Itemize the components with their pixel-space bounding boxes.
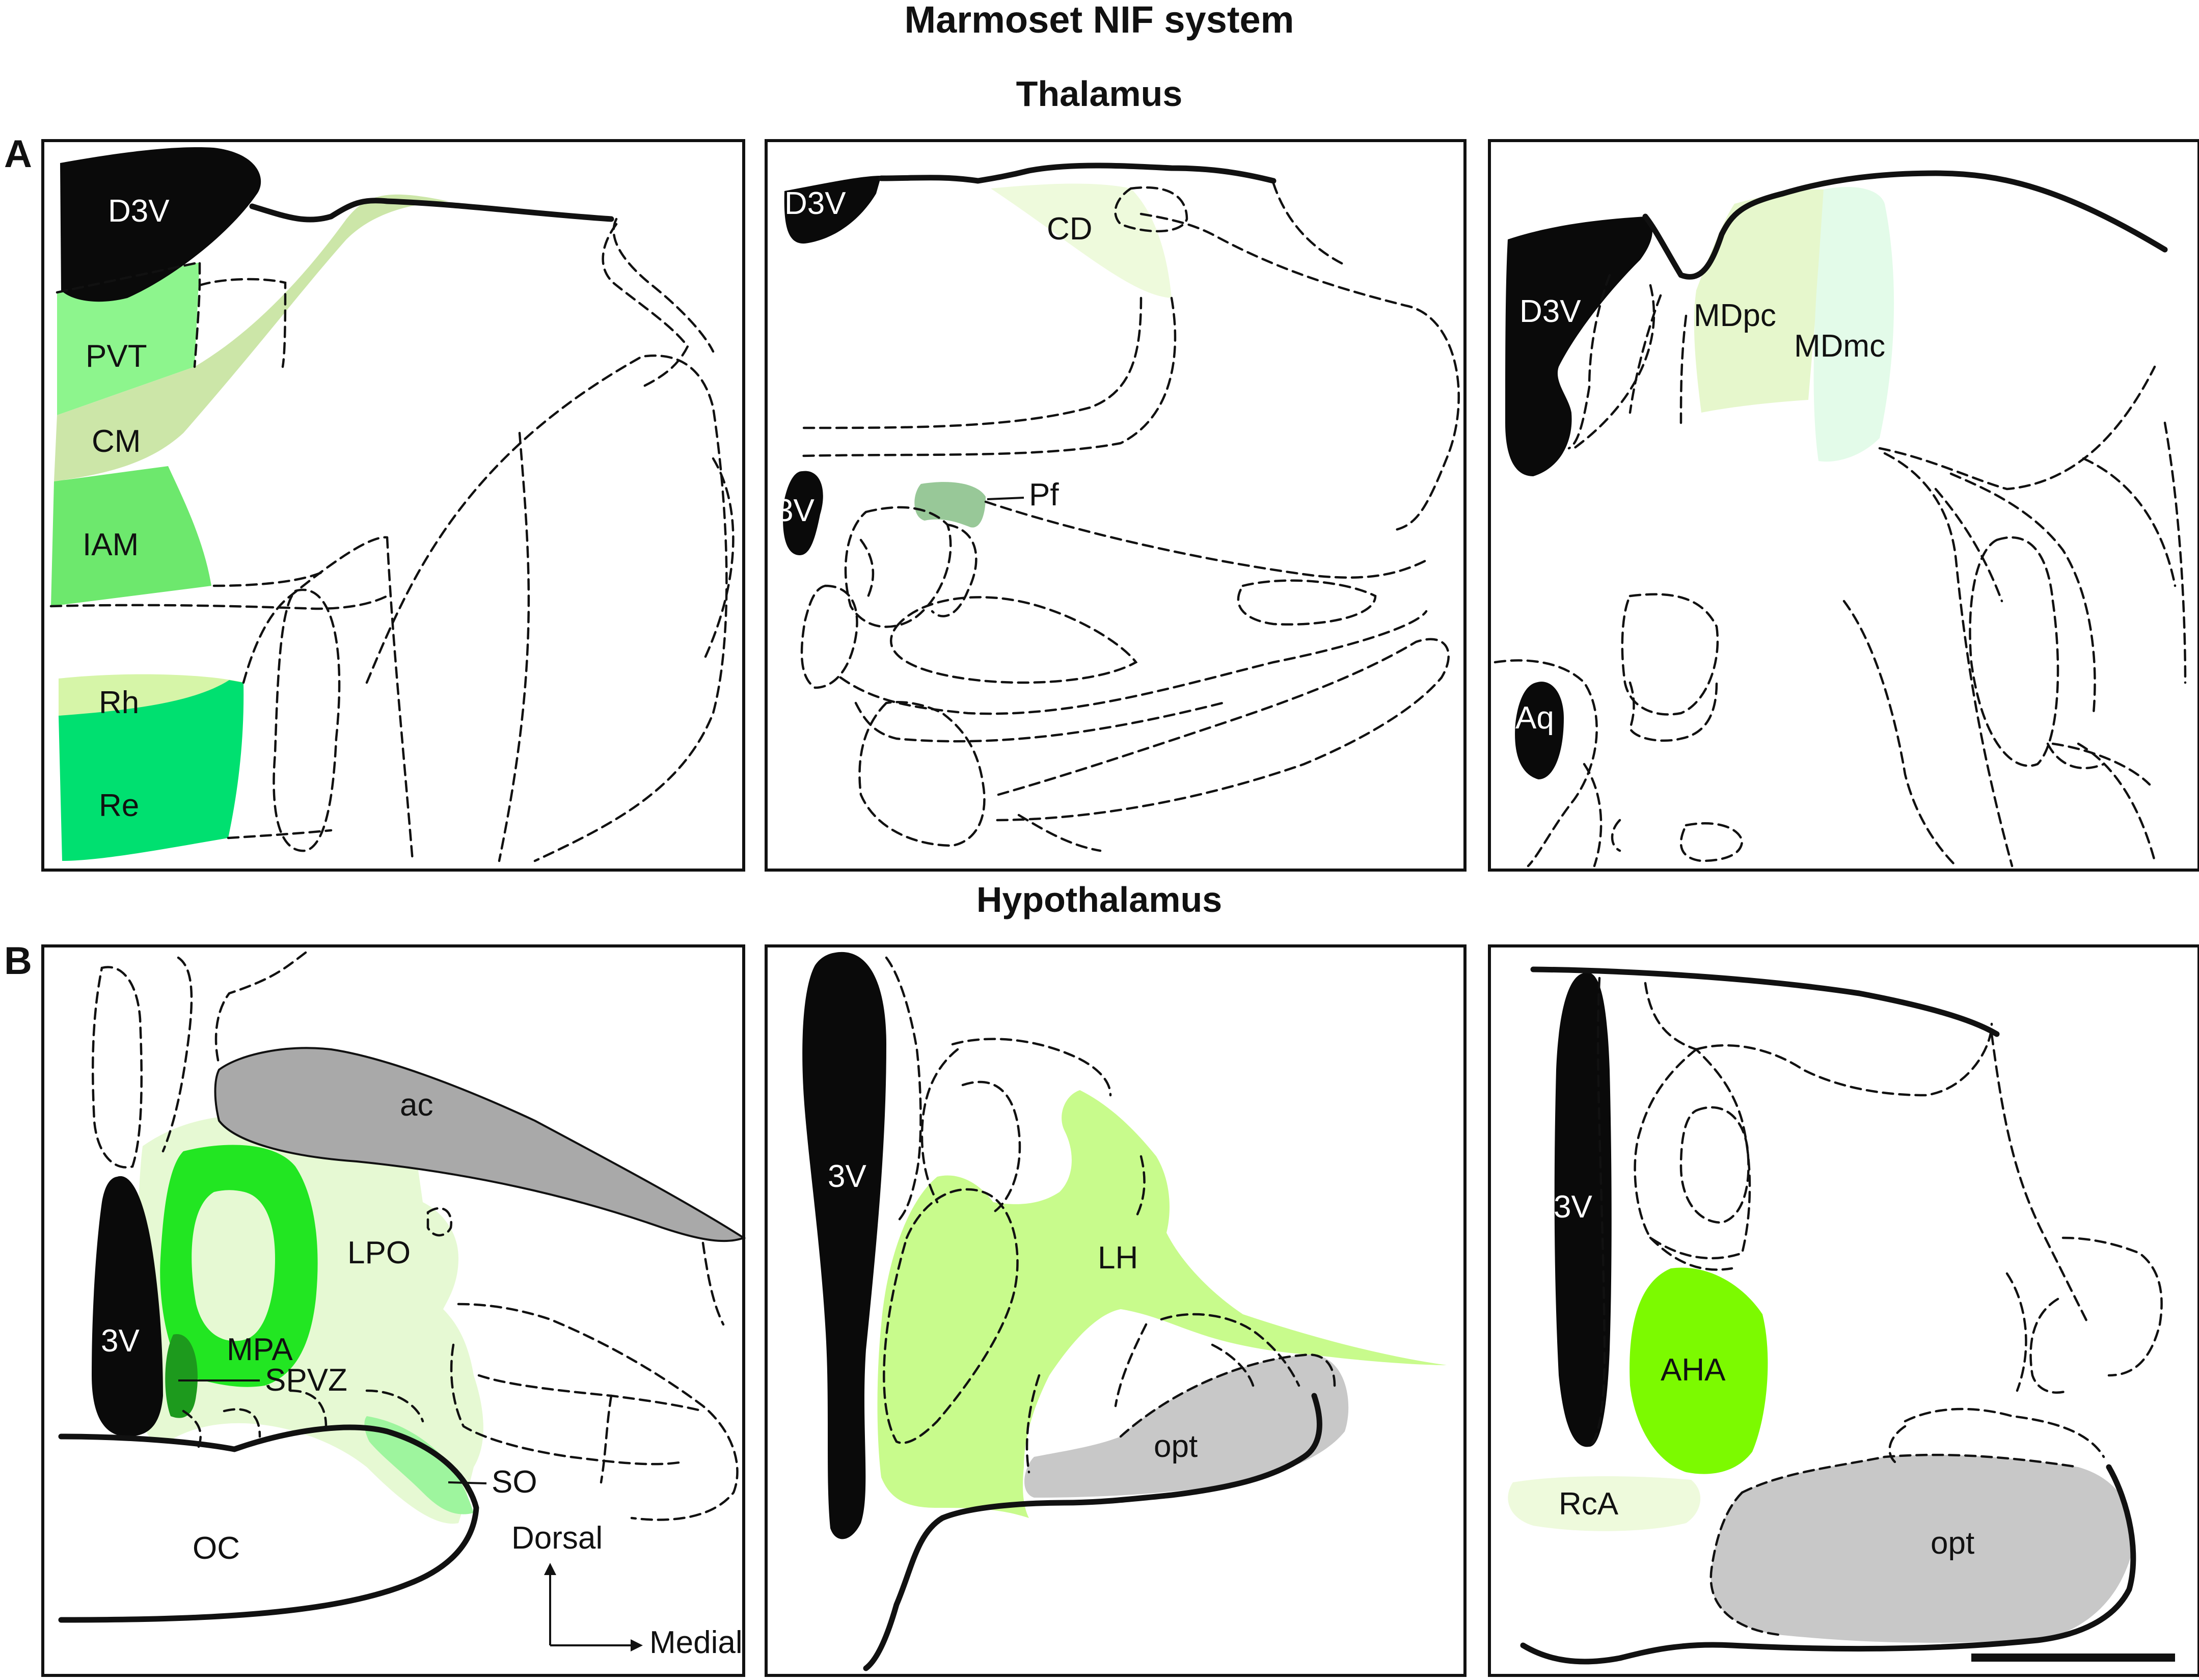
label-lpo: LPO	[347, 1235, 411, 1270]
label-cm: CM	[92, 424, 141, 459]
label-cd: CD	[1047, 211, 1093, 247]
hypothalamus-middle-panel: 3V LH opt	[765, 944, 1467, 1677]
label-re: Re	[99, 788, 139, 823]
label-mpa: MPA	[227, 1332, 293, 1367]
section-title-hypothalamus: Hypothalamus	[976, 880, 1222, 919]
re-region	[59, 680, 244, 861]
aq-region	[1515, 682, 1564, 779]
label-opt: opt	[1154, 1429, 1198, 1464]
hypothalamus-middle-frame	[765, 944, 1467, 1677]
mdmc-region	[1813, 187, 1894, 462]
thalamus-left-panel: D3V PVT CM IAM Rh Re	[41, 139, 745, 872]
d3v-region	[1505, 216, 1652, 476]
thalamus-middle-frame	[765, 139, 1467, 872]
label-rh: Rh	[99, 685, 139, 720]
label-lh: LH	[1098, 1240, 1138, 1276]
label-medial: Medial	[649, 1625, 743, 1660]
label-dorsal: Dorsal	[511, 1521, 603, 1556]
thalamus-left-frame	[41, 139, 745, 872]
label-d3v: D3V	[108, 194, 170, 229]
lh-region	[877, 1090, 1447, 1518]
v3-region	[802, 952, 886, 1539]
ac-region	[215, 1048, 744, 1241]
iam-region	[51, 466, 211, 606]
cd-region	[991, 183, 1172, 298]
d3v-region	[60, 147, 261, 302]
label-rca: RcA	[1559, 1486, 1619, 1522]
label-d3v: D3V	[1519, 294, 1581, 329]
hypothalamus-left-frame	[41, 944, 745, 1677]
thalamus-right-frame	[1488, 139, 2199, 872]
mpa-region	[160, 1145, 318, 1387]
figure-title: Marmoset NIF system	[905, 0, 1294, 41]
label-pvt: PVT	[86, 339, 147, 374]
thalamus-right-panel: D3V MDpc MDmc Aq	[1488, 139, 2199, 872]
so-region	[364, 1416, 474, 1514]
aha-region	[1630, 1267, 1768, 1474]
hypothalamus-right-frame	[1488, 944, 2199, 1677]
label-v3: 3V	[828, 1159, 866, 1194]
label-d3v: D3V	[784, 186, 846, 221]
cm-region	[54, 194, 448, 481]
label-aq: Aq	[1515, 700, 1554, 736]
v3-region	[92, 1176, 163, 1437]
spvz-region	[165, 1334, 198, 1418]
opt-region	[1024, 1354, 1349, 1498]
label-mdmc: MDmc	[1794, 329, 1885, 364]
label-oc: OC	[193, 1531, 240, 1566]
label-mdpc: MDpc	[1694, 298, 1776, 333]
opt-region	[1711, 1455, 2134, 1643]
label-spvz: SPVZ	[265, 1363, 347, 1398]
v3-region	[783, 471, 823, 555]
panel-label-a: A	[4, 132, 32, 176]
label-v3: 3V	[776, 493, 815, 528]
d3v-region	[784, 176, 881, 244]
rca-region	[1508, 1476, 1701, 1531]
hypothalamus-right-panel: 3V AHA RcA opt	[1488, 944, 2199, 1677]
label-aha: AHA	[1661, 1352, 1726, 1388]
label-opt: opt	[1931, 1526, 1974, 1561]
mdpc-region	[1694, 189, 1824, 413]
v3-region	[1554, 972, 1612, 1447]
label-v3: 3V	[101, 1323, 140, 1359]
pf-region	[914, 482, 986, 528]
label-v3: 3V	[1554, 1189, 1592, 1225]
label-ac: ac	[400, 1088, 433, 1123]
label-pf: Pf	[1029, 477, 1059, 512]
label-so: SO	[492, 1465, 537, 1500]
panel-label-b: B	[4, 939, 32, 983]
section-title-thalamus: Thalamus	[1016, 74, 1183, 114]
label-iam: IAM	[83, 527, 139, 562]
thalamus-middle-panel: D3V CD 3V Pf	[765, 139, 1467, 872]
hypothalamus-left-panel: ac LPO 3V MPA SPVZ OC SO Dorsal Medial	[41, 944, 746, 1677]
